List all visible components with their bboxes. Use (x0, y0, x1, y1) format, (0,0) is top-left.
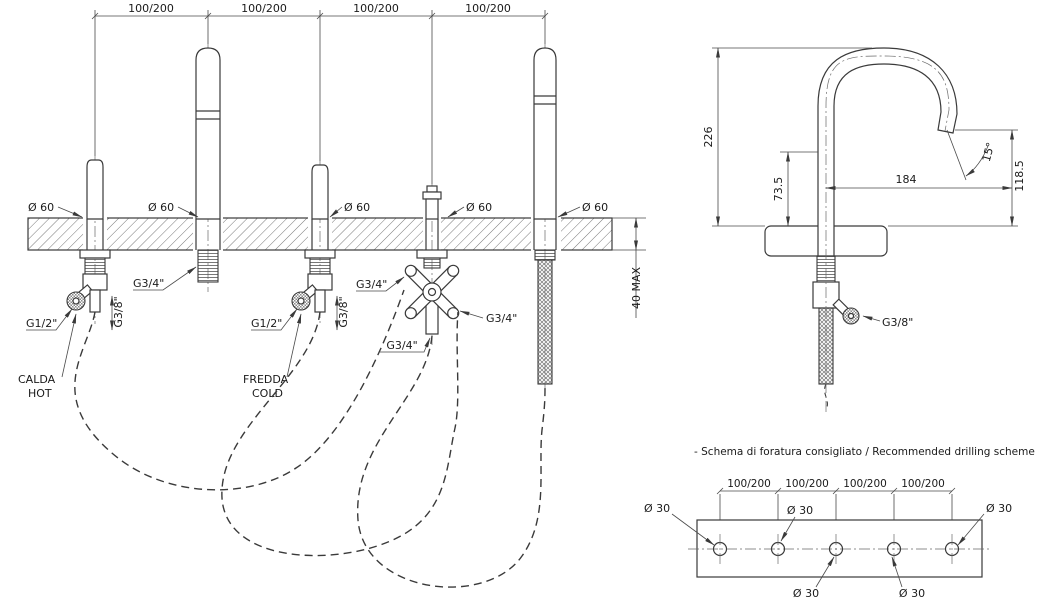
deck-max-thickness-label: 40 MAX (630, 267, 643, 310)
top-spacing-dim-3: 100/200 (353, 2, 399, 15)
hole-spacing-dim-3: 100/200 (843, 478, 887, 490)
hole-spacing-dim-2: 100/200 (785, 478, 829, 490)
spout-column-assembly: G3/4" (133, 40, 221, 292)
reach-dim: 184 (896, 173, 917, 186)
total-height-dim: 226 (702, 127, 715, 148)
drilling-scheme: - Schema di foratura consigliato / Recom… (644, 446, 1035, 600)
side-elevation-view: 226 73.5 184 118.5 15° G3/8" (702, 47, 1026, 412)
diverter-bottom-thread-label: G3/4" (386, 339, 417, 352)
dia-60-label-1: Ø 60 (28, 201, 54, 214)
hole-dia-label-right: Ø 30 (986, 502, 1012, 515)
cold-outlet-thread-label: G3/8" (337, 296, 350, 327)
spout-shank-thread-label: G3/4" (133, 277, 164, 290)
cold-inlet-thread-label: G1/2" (251, 317, 282, 330)
drilling-hole-diameter-labels: Ø 30 Ø 30 Ø 30 Ø 30 Ø 30 (644, 502, 1012, 600)
diverter-right-thread-label: G3/4" (486, 312, 517, 325)
base-height-dim: 73.5 (772, 177, 785, 202)
handshower-assembly (533, 40, 557, 396)
hot-inlet-thread-label: G1/2" (26, 317, 57, 330)
hole-dia-label-top: Ø 30 (787, 504, 813, 517)
drilling-plate (696, 519, 983, 578)
top-spacing-dim-2: 100/200 (241, 2, 287, 15)
hole-dia-label-bottom-2: Ø 30 (899, 587, 925, 600)
escutcheon-diameter-labels: Ø 60 Ø 60 Ø 60 Ø 60 Ø 60 (28, 201, 608, 218)
top-spacing-dim-1: 100/200 (128, 2, 174, 15)
hole-dia-label-bottom-1: Ø 30 (793, 587, 819, 600)
diverter-assembly: G3/4" G3/4" G3/4" (356, 183, 517, 353)
front-top-dimension-chain: 100/200 100/200 100/200 100/200 (91, 2, 549, 184)
spout-profile (817, 47, 958, 257)
cold-valve-assembly: G1/2" G3/8" FREDDA COLD (243, 155, 350, 400)
hot-outlet-thread-label: G3/8" (112, 296, 125, 327)
side-supply-thread-label: G3/8" (882, 316, 913, 329)
handshower-hose-section (537, 259, 553, 385)
cold-water-label-en: COLD (252, 387, 283, 400)
side-dimensions: 226 73.5 184 118.5 15° (702, 47, 1026, 227)
hole-spacing-dim-1: 100/200 (727, 478, 771, 490)
cold-supply-hose (221, 311, 459, 557)
dia-60-label-5: Ø 60 (582, 201, 608, 214)
cold-water-label-it: FREDDA (243, 373, 289, 386)
hole-dia-label-left: Ø 30 (644, 502, 670, 515)
dia-60-label-4: Ø 60 (466, 201, 492, 214)
hot-water-label-en: HOT (28, 387, 52, 400)
spout-height-dim: 118.5 (1013, 160, 1026, 192)
handshower-flex-hose (357, 335, 546, 588)
front-elevation-view: 100/200 100/200 100/200 100/200 (18, 2, 646, 588)
hot-supply-hose (74, 289, 405, 491)
hot-water-label-it: CALDA (18, 373, 56, 386)
diverter-left-thread-label: G3/4" (356, 278, 387, 291)
drilling-dimension-chain: 100/200 100/200 100/200 100/200 (716, 478, 956, 530)
deck-thickness-dimension: 40 MAX (612, 217, 646, 318)
outlet-angle-dim: 15° (980, 141, 998, 163)
dia-60-label-2: Ø 60 (148, 201, 174, 214)
hot-valve-assembly: G1/2" G3/8" CALDA HOT (18, 150, 125, 400)
top-spacing-dim-4: 100/200 (465, 2, 511, 15)
dia-60-label-3: Ø 60 (344, 201, 370, 214)
drilling-scheme-title: - Schema di foratura consigliato / Recom… (694, 446, 1035, 458)
flexible-hoses (74, 289, 546, 588)
hole-spacing-dim-4: 100/200 (901, 478, 945, 490)
